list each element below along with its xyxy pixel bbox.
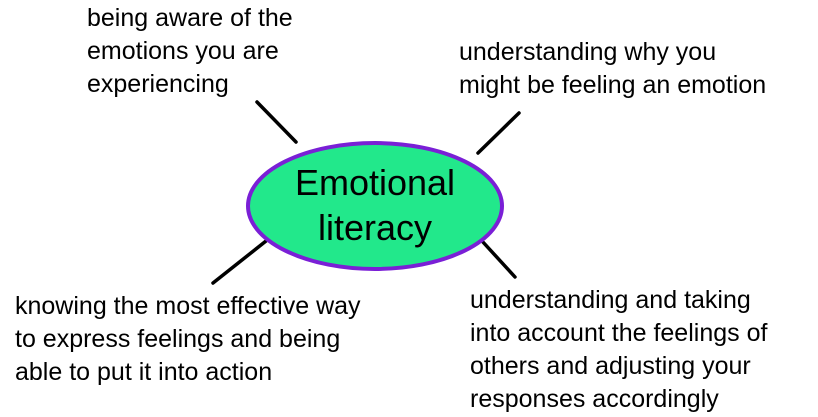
connector-top-right — [476, 111, 521, 155]
branch-text-bottom-right: understanding and taking into account th… — [470, 286, 768, 413]
connector-top-left — [255, 100, 298, 144]
branch-text-bottom-left: knowing the most effective way to expres… — [15, 292, 361, 386]
connector-bottom-left — [211, 239, 268, 285]
branch-text-top-left: being aware of the emotions you are expe… — [87, 4, 293, 98]
branch-text-top-right: understanding why you might be feeling a… — [459, 38, 767, 99]
center-ellipse — [246, 141, 504, 271]
connector-bottom-right — [480, 239, 517, 279]
center-label: Emotional literacy — [294, 162, 456, 248]
